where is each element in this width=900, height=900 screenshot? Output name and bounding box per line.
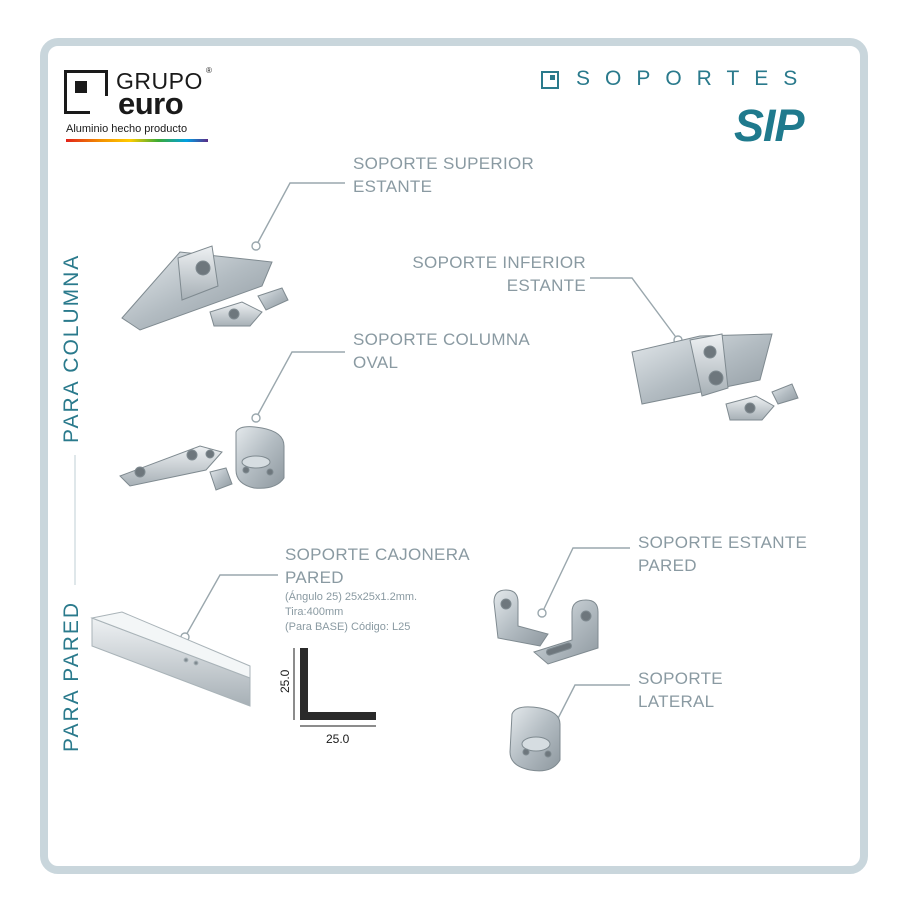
profile-l-drawing	[293, 648, 376, 727]
part-angulo-aluminio	[90, 611, 251, 707]
part-soporte-superior	[121, 245, 289, 331]
logo-registered-mark: ®	[206, 66, 212, 75]
logo-tagline: Aluminio hecho producto	[66, 123, 188, 135]
part-soporte-lateral	[509, 706, 561, 772]
logo-color-bar	[66, 139, 208, 142]
part-soporte-columna-oval	[119, 426, 285, 491]
section-title: SOPORTES	[576, 67, 813, 90]
logo-grupo-text: GRUPO	[116, 68, 203, 94]
grupo-euro-logo-icon	[64, 70, 108, 114]
dimension-width: 25.0	[326, 732, 350, 746]
cajonera-specs: (Ángulo 25) 25x25x1.2mm.Tira:400mm(Para …	[285, 591, 418, 633]
product-name: SIP	[734, 100, 805, 151]
section-divider	[74, 455, 76, 585]
part-soporte-estante-pared	[493, 589, 599, 665]
part-soporte-inferior	[631, 333, 799, 421]
logo-euro-text: euro	[118, 86, 184, 121]
square-icon	[541, 71, 559, 89]
